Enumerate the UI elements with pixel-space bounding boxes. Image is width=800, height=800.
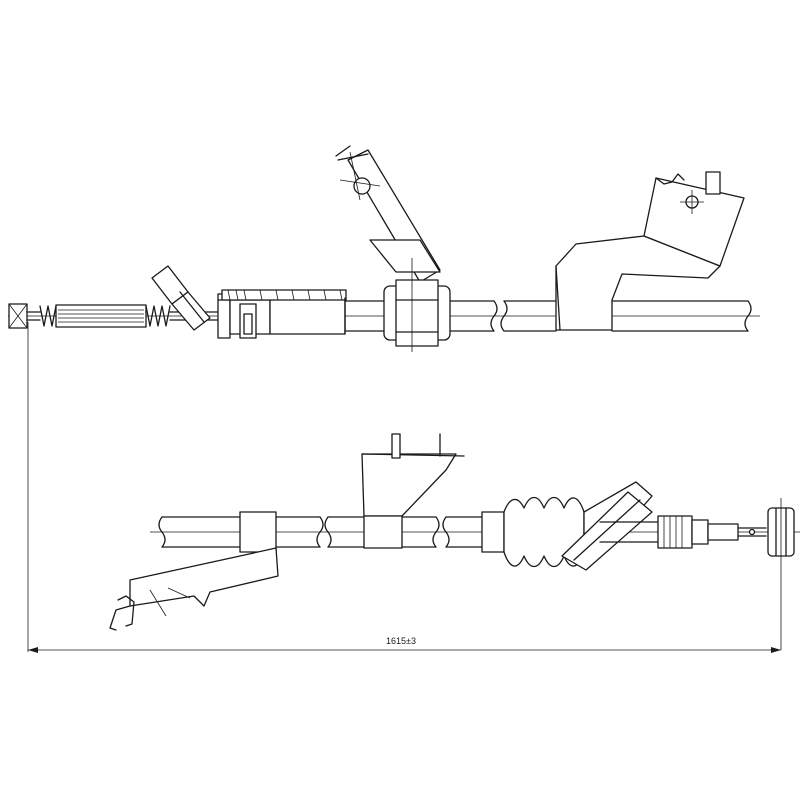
top-inner-spring xyxy=(145,305,171,327)
bottom-right-end-cap xyxy=(767,498,795,650)
bottom-left-mounting-arm xyxy=(109,511,279,631)
bottom-angled-clip xyxy=(561,481,653,571)
top-casing-collar xyxy=(217,289,347,339)
bottom-threaded-end xyxy=(599,515,767,549)
top-right-cable xyxy=(611,300,752,332)
top-threaded-rod xyxy=(55,304,147,328)
bottom-conduit-segment-1 xyxy=(275,516,365,548)
dimension-label: 1615±3 xyxy=(386,636,416,646)
top-right-mounting-bracket xyxy=(555,171,745,331)
top-conduit-segment-1 xyxy=(344,300,385,332)
bottom-conduit-segment-2 xyxy=(401,516,483,548)
top-left-end-fitting xyxy=(8,303,41,329)
bottom-cable-assembly xyxy=(109,433,800,650)
top-angled-clip xyxy=(151,265,211,331)
top-conduit-segment-2 xyxy=(449,300,557,332)
bottom-left-conduit xyxy=(158,516,241,548)
overall-dimension: 1615±3 xyxy=(27,322,781,653)
bottom-center-bracket xyxy=(361,433,465,549)
bottom-bellows-boot xyxy=(481,496,585,568)
top-center-grommet-bracket xyxy=(335,145,451,352)
top-cable-assembly xyxy=(8,145,760,352)
